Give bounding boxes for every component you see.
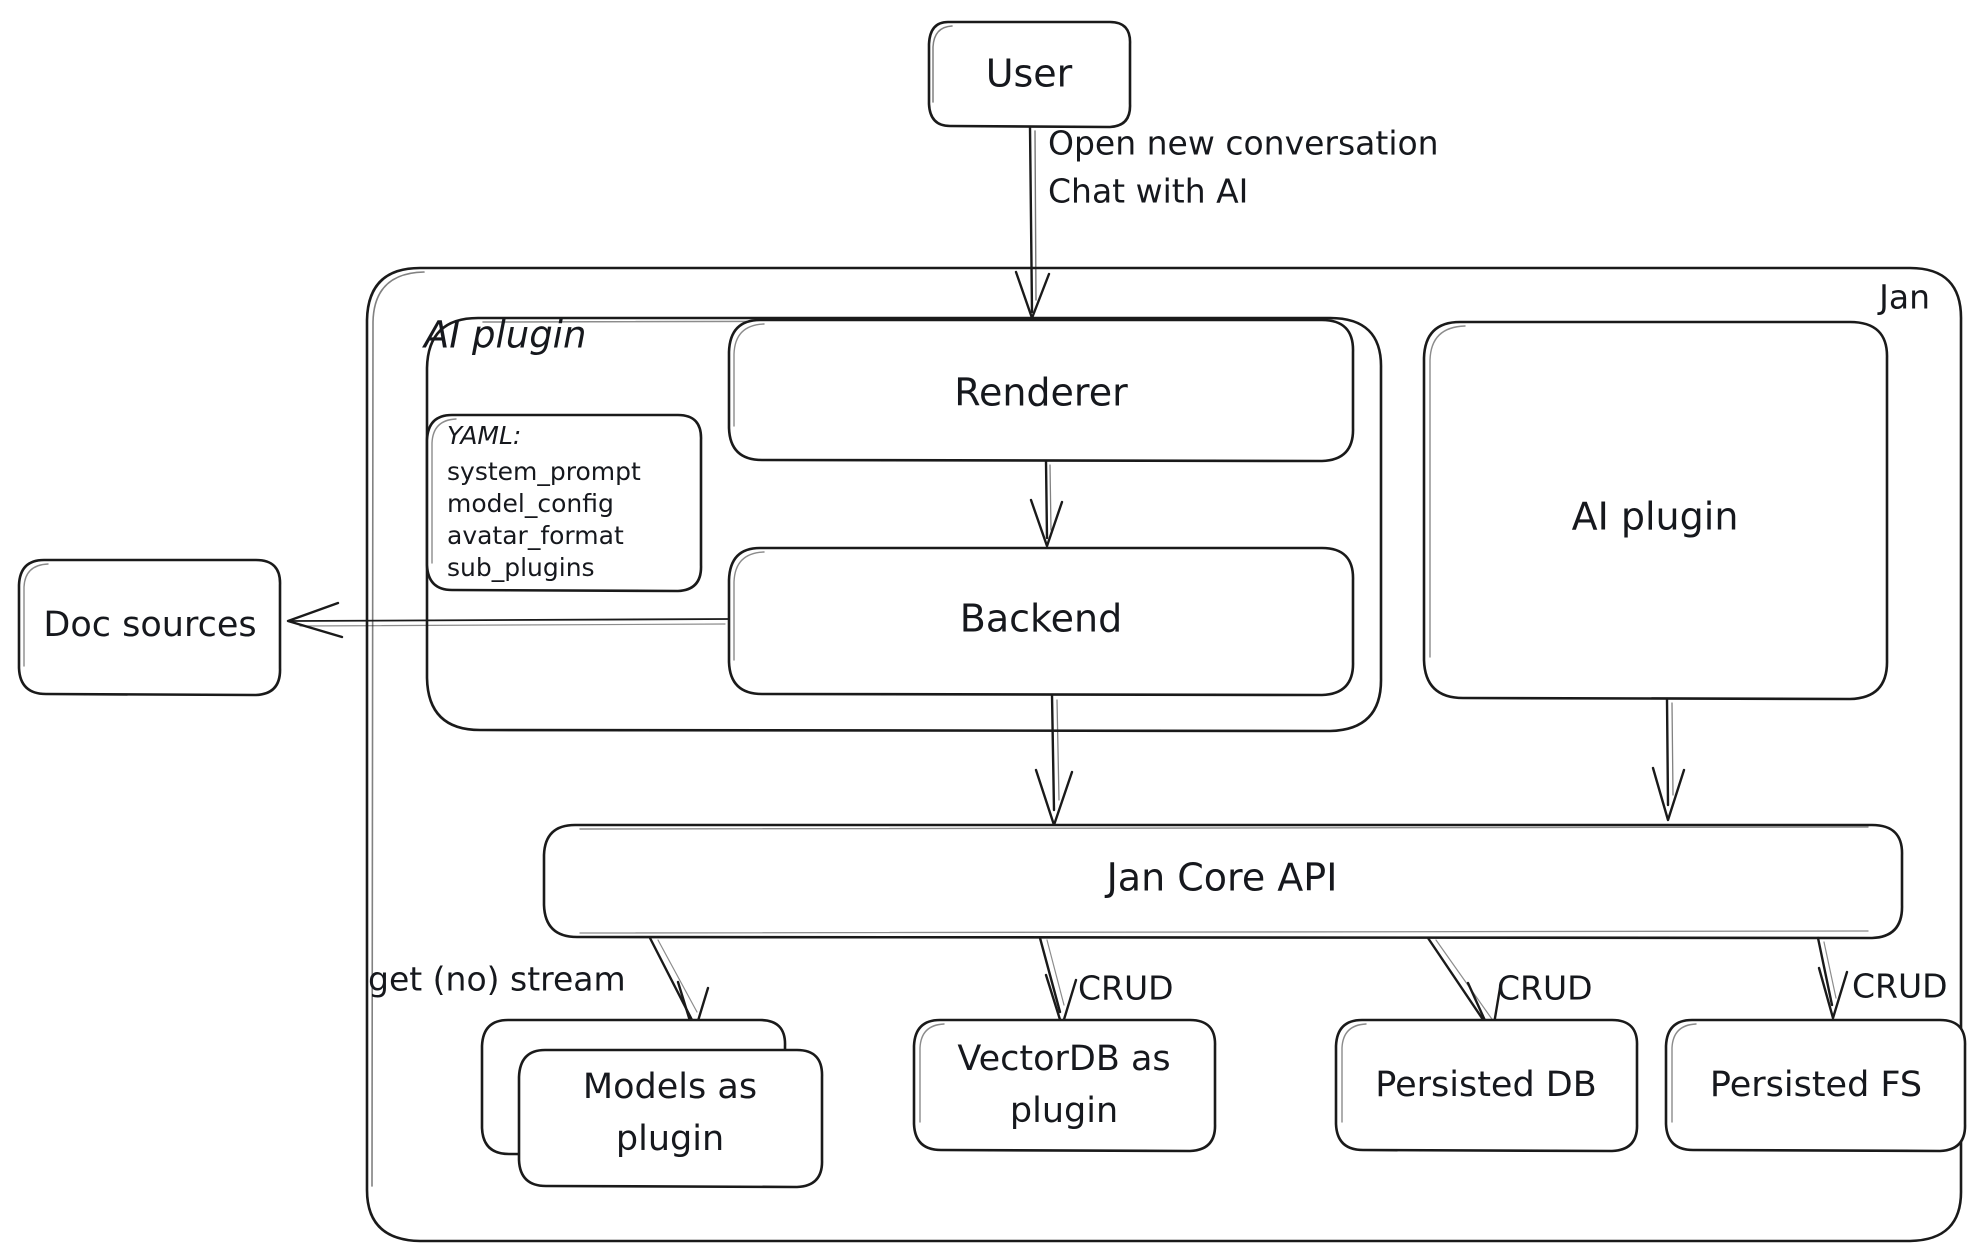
node-backend-label: Backend [960,597,1122,641]
jan-container-label: Jan [1877,278,1930,317]
node-ai-plugin[interactable]: AI plugin [1422,320,1889,701]
yaml-card: YAML: system_prompt model_config avatar_… [425,413,703,593]
edge-user-to-renderer: Open new conversation Chat with AI [1014,124,1439,320]
ai-plugin-group-label: AI plugin [422,314,586,357]
yaml-card-item-1: model_config [447,489,614,518]
node-vectordb-plugin-label-line2: plugin [1010,1091,1118,1131]
jan-container: Jan [365,266,1963,1243]
node-ai-plugin-label: AI plugin [1572,495,1739,539]
edge-backend-to-core [1034,693,1074,827]
edge-user-to-renderer-label-line1: Open new conversation [1048,124,1439,163]
node-vectordb-plugin[interactable]: VectorDB as plugin [912,1018,1217,1153]
node-jan-core-api[interactable]: Jan Core API [542,823,1904,940]
node-vectordb-plugin-label-line1: VectorDB as [957,1039,1170,1079]
node-user[interactable]: User [927,20,1132,129]
edge-backend-to-doc-sources [286,601,730,639]
edge-core-to-models-label: get (no) stream [368,960,626,999]
node-models-plugin-label-line1: Models as [583,1067,757,1107]
node-renderer-label: Renderer [954,371,1128,415]
node-persisted-db[interactable]: Persisted DB [1334,1018,1639,1153]
edge-core-to-persisted-fs: CRUD [1816,936,1948,1020]
yaml-card-item-3: sub_plugins [447,553,595,582]
edge-core-to-persisted-db-label: CRUD [1497,969,1593,1008]
node-persisted-fs-label: Persisted FS [1710,1065,1922,1105]
node-user-label: User [986,52,1073,96]
yaml-card-item-2: avatar_format [447,521,624,550]
node-persisted-db-label: Persisted DB [1375,1065,1597,1105]
node-doc-sources-label: Doc sources [43,605,256,645]
edge-core-to-persisted-fs-label: CRUD [1852,967,1948,1006]
node-models-plugin[interactable]: Models as plugin [480,1018,824,1189]
node-jan-core-api-label: Jan Core API [1105,856,1338,900]
edge-user-to-renderer-label-line2: Chat with AI [1048,172,1248,211]
node-persisted-fs[interactable]: Persisted FS [1664,1018,1967,1153]
edge-core-to-vectordb: CRUD [1038,936,1174,1028]
node-backend[interactable]: Backend [727,546,1355,697]
node-renderer[interactable]: Renderer [727,318,1355,463]
edge-core-to-vectordb-label: CRUD [1078,969,1174,1008]
edge-core-to-persisted-db: CRUD [1426,936,1593,1038]
edge-ai-plugin-to-core [1651,697,1686,822]
edge-renderer-to-backend [1029,459,1064,548]
yaml-card-heading: YAML: [447,421,521,450]
node-doc-sources[interactable]: Doc sources [17,558,282,697]
yaml-card-item-0: system_prompt [447,457,641,486]
ai-plugin-group: AI plugin [422,314,1383,733]
node-models-plugin-label-line2: plugin [616,1119,724,1159]
